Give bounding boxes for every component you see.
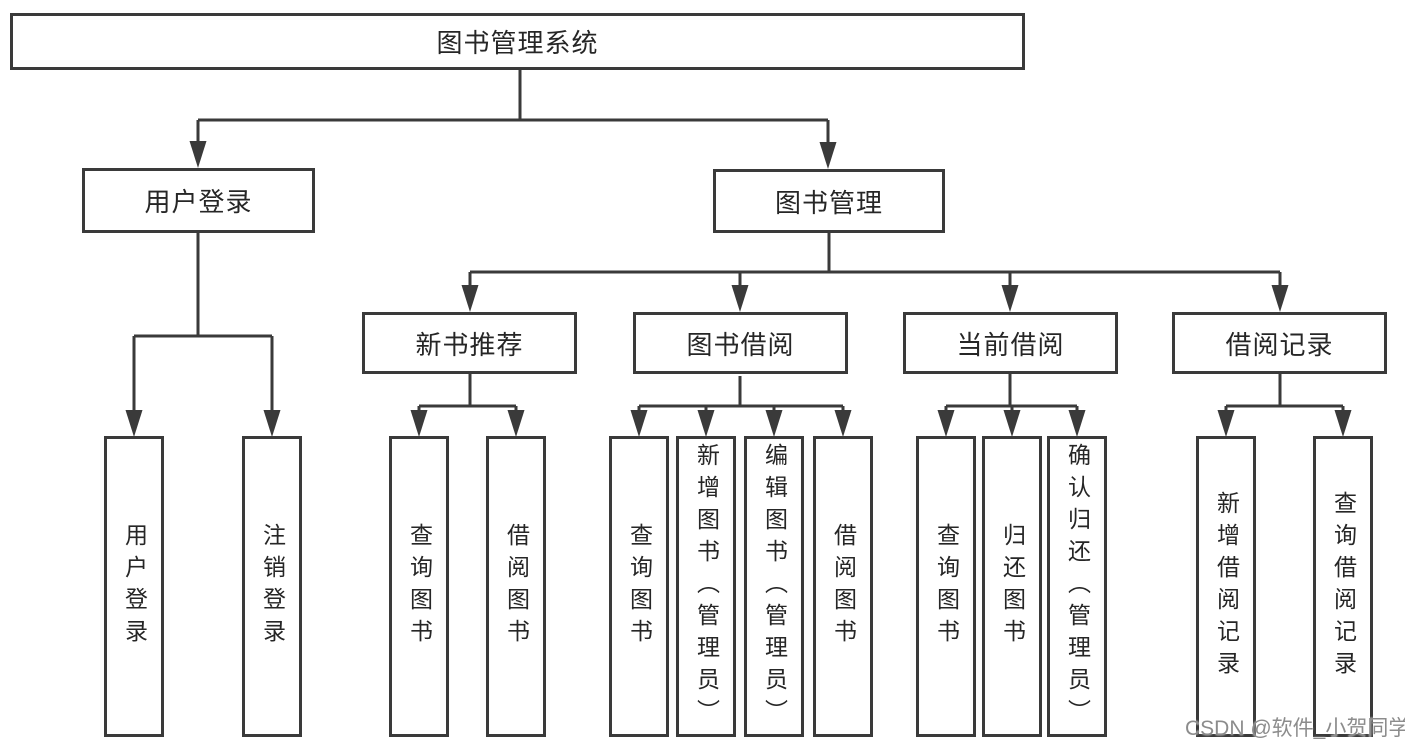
node-new-book-recommend: 新书推荐 [362,312,577,374]
node-label: 注销登录 [259,522,286,651]
node-book-borrow: 图书借阅 [633,312,848,374]
leaf-user-login: 用户登录 [104,436,164,737]
node-label: 归还图书 [999,522,1026,651]
leaf-return-book: 归还图书 [982,436,1042,737]
node-label: 用户登录 [121,522,148,651]
node-label: 新增借阅记录 [1213,490,1240,683]
node-label: 查询图书 [626,522,653,651]
leaf-confirm-return-admin: 确认归还（管理员） [1047,436,1107,737]
leaf-query-books-new: 查询图书 [389,436,449,737]
node-label: 借阅图书 [503,522,530,651]
node-user-login: 用户登录 [82,168,315,233]
node-label: 用户登录 [144,187,253,217]
node-label: 借阅图书 [830,522,857,651]
node-book-management: 图书管理 [713,169,945,233]
node-label: 图书管理系统 [436,28,599,58]
node-label: 借阅记录 [1225,329,1334,360]
leaf-query-books-current: 查询图书 [916,436,976,737]
leaf-add-book-admin: 新增图书（管理员） [676,436,736,737]
node-label: 图书管理 [774,187,883,218]
node-label: 当前借阅 [956,329,1065,360]
node-label: 查询图书 [933,522,960,651]
leaf-query-borrow-record: 查询借阅记录 [1313,436,1373,737]
node-label: 查询借阅记录 [1330,490,1357,683]
node-borrow-records: 借阅记录 [1172,312,1387,374]
leaf-edit-book-admin: 编辑图书（管理员） [744,436,804,737]
leaf-add-borrow-record: 新增借阅记录 [1196,436,1256,737]
node-label: 确认归还（管理员） [1064,442,1091,731]
node-root-library-system: 图书管理系统 [10,13,1025,70]
node-label: 编辑图书（管理员） [761,442,788,731]
leaf-borrow-books-new: 借阅图书 [486,436,546,737]
node-label: 查询图书 [406,522,433,651]
node-label: 新书推荐 [415,329,524,360]
leaf-query-books-borrow: 查询图书 [609,436,669,737]
node-label: 新增图书（管理员） [693,442,720,731]
csdn-watermark: CSDN @软件_小贺同学 [1185,717,1405,740]
leaf-borrow-books-borrow: 借阅图书 [813,436,873,737]
node-current-borrow: 当前借阅 [903,312,1118,374]
leaf-logout: 注销登录 [242,436,302,737]
node-label: 图书借阅 [686,329,795,360]
